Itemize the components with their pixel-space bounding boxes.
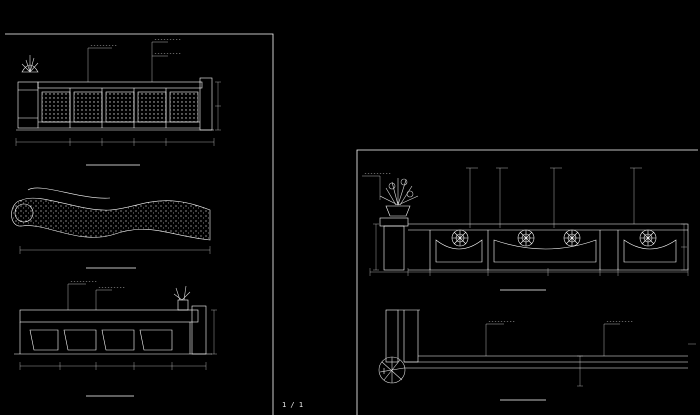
leader-label: ---------: [98, 285, 126, 291]
rosette-4: [639, 229, 657, 247]
curved-bench-plan: [11, 187, 211, 269]
fountain-wall-elevation: [362, 167, 689, 291]
wall-section: [378, 309, 696, 401]
leader-label: ---------: [90, 43, 118, 49]
bench-elevation: [14, 283, 217, 397]
page-number: 1 / 1: [282, 401, 304, 409]
rosette-1: [451, 229, 469, 247]
rosette-3: [563, 229, 581, 247]
rosette-2: [517, 229, 535, 247]
leader-label: ---------: [70, 279, 98, 285]
leader-label: ---------: [488, 319, 516, 325]
sheet-border-left: [5, 33, 274, 415]
leader-label: ---------: [606, 319, 634, 325]
leader-label: ---------: [364, 171, 392, 177]
sheet-border-right: [356, 149, 698, 415]
leader-label: ---------: [154, 51, 182, 57]
railing-elevation: [15, 41, 221, 166]
leader-label: ---------: [154, 37, 182, 43]
